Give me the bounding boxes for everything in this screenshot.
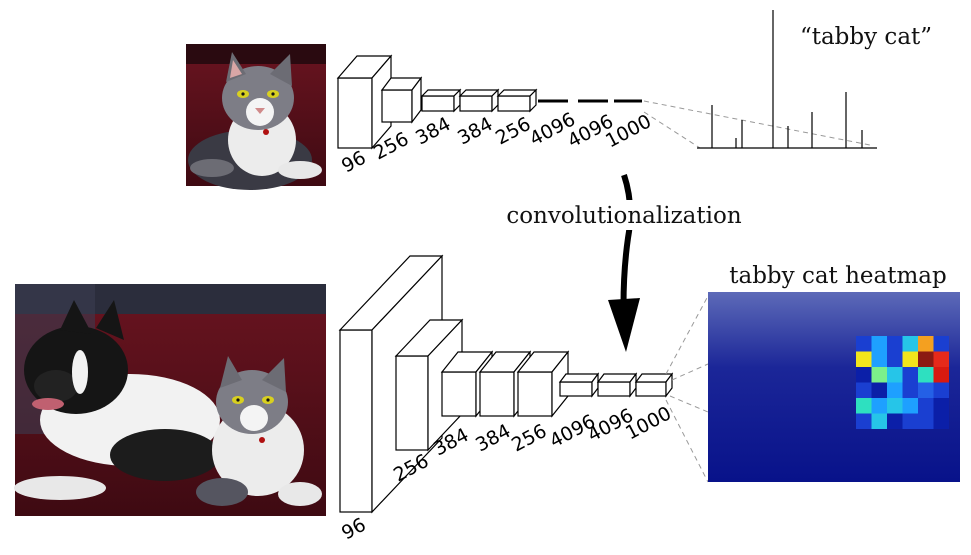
- heatmap-cell: [887, 351, 903, 367]
- bottom-block-fc6: [558, 372, 600, 398]
- heatmap-cell: [933, 382, 949, 398]
- top-block-conv3: [420, 88, 462, 113]
- top-input-photo: [186, 44, 326, 190]
- convolutionalization-label: convolutionalization: [506, 203, 742, 229]
- heatmap-cell: [933, 351, 949, 367]
- heatmap-cell: [902, 398, 918, 414]
- bottom-dashed-connectors: [665, 295, 709, 483]
- bottom-label-1000: 1000: [622, 402, 675, 444]
- heatmap-cell: [933, 398, 949, 414]
- top-block-conv5: [496, 88, 538, 113]
- heatmap-cells: [856, 336, 949, 429]
- arrow-label-bg: [486, 200, 762, 230]
- heatmap-cell: [871, 336, 887, 352]
- top-network: [336, 54, 538, 150]
- heatmap-cell: [933, 413, 949, 429]
- heatmap-cell: [902, 382, 918, 398]
- heatmap-title: tabby cat heatmap: [729, 263, 946, 289]
- bottom-label-96: 96: [338, 514, 370, 545]
- heatmap-cell: [887, 398, 903, 414]
- heatmap-cell: [933, 336, 949, 352]
- heatmap-cell: [902, 367, 918, 383]
- heatmap-cell: [887, 413, 903, 429]
- heatmap-cell: [918, 336, 934, 352]
- top-block-conv2: [380, 76, 423, 124]
- bottom-block-conv5: [516, 350, 570, 418]
- heatmap-cell: [856, 367, 872, 383]
- convolutionalization-arrow: [608, 174, 640, 352]
- heatmap-cell: [918, 413, 934, 429]
- heatmap-cell: [902, 336, 918, 352]
- top-block-conv4: [458, 88, 500, 113]
- heatmap-cell: [902, 413, 918, 429]
- top-label-96: 96: [338, 147, 370, 178]
- heatmap-cell: [902, 351, 918, 367]
- heatmap-cell: [856, 413, 872, 429]
- heatmap-cell: [933, 367, 949, 383]
- heatmap-cell: [856, 382, 872, 398]
- heatmap-cell: [918, 351, 934, 367]
- heatmap-cell: [856, 351, 872, 367]
- bottom-block-fc7: [596, 372, 638, 398]
- heatmap-cell: [871, 351, 887, 367]
- heatmap-cell: [918, 398, 934, 414]
- top-label-384b: 384: [454, 113, 496, 149]
- bottom-input-photo: [14, 284, 326, 516]
- heatmap-cell: [856, 398, 872, 414]
- heatmap-cell: [887, 336, 903, 352]
- top-prediction-plot: [697, 10, 877, 149]
- bottom-network: [338, 254, 674, 514]
- heatmap-cell: [871, 413, 887, 429]
- top-dashed-connectors: [643, 100, 871, 149]
- tabby-cat-heatmap: [708, 292, 960, 482]
- top-label-384a: 384: [412, 113, 454, 149]
- heatmap-cell: [871, 382, 887, 398]
- heatmap-cell: [871, 398, 887, 414]
- heatmap-cell: [856, 336, 872, 352]
- heatmap-cell: [871, 367, 887, 383]
- heatmap-cell: [887, 367, 903, 383]
- heatmap-cell: [918, 382, 934, 398]
- heatmap-cell: [918, 367, 934, 383]
- prediction-label: “tabby cat”: [800, 24, 932, 50]
- bottom-block-fc8: [634, 372, 674, 398]
- bottom-label-256b: 256: [508, 420, 550, 456]
- heatmap-cell: [887, 382, 903, 398]
